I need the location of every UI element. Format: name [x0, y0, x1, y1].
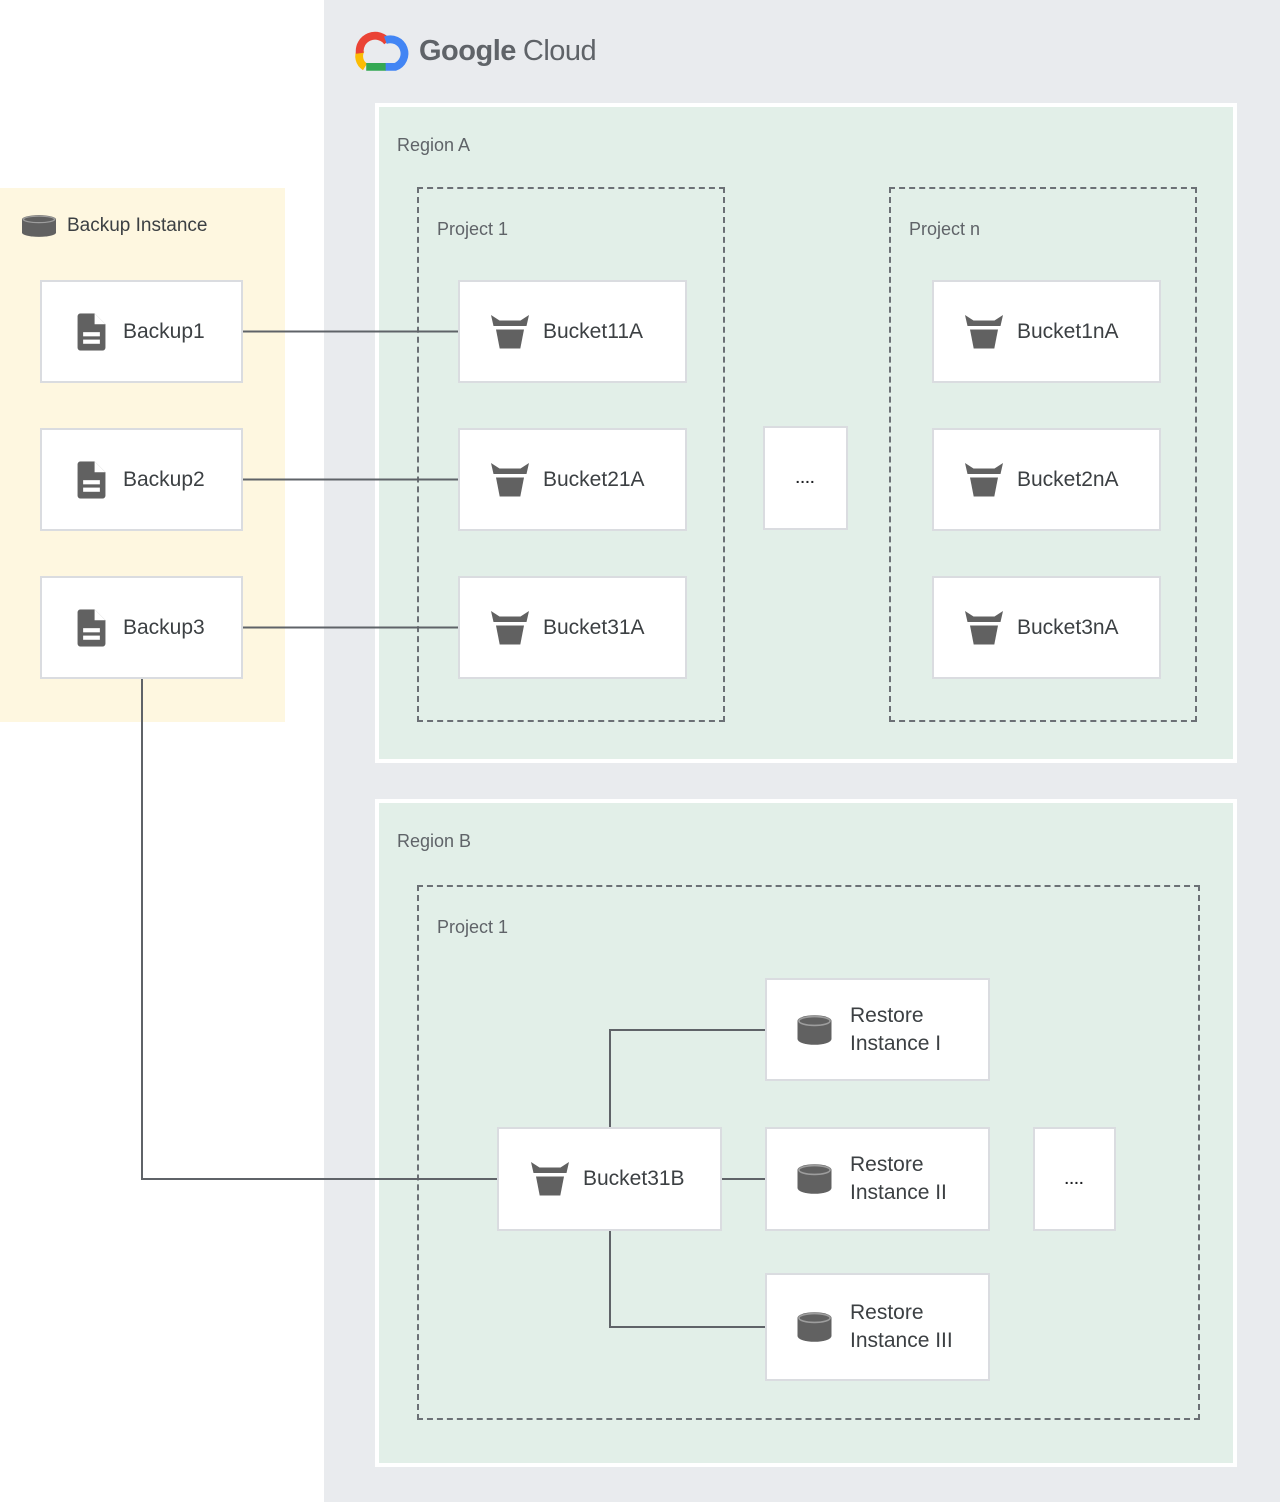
backup-instance-title: Backup Instance [67, 215, 208, 236]
backup-instance-header: Backup Instance [21, 215, 207, 237]
restore-instance-1-node: Restore Instance I [765, 978, 990, 1081]
restore-instance-3-node: Restore Instance III [765, 1273, 990, 1381]
node-label: Bucket3nA [1017, 615, 1119, 639]
node-label: Bucket1nA [1017, 319, 1119, 343]
bucket31a-node: Bucket31A [458, 576, 687, 679]
storage-bucket-icon [964, 315, 1004, 349]
project-1b-label: Project 1 [437, 917, 509, 937]
database-icon [796, 1015, 833, 1045]
google-cloud-logo: Google Cloud [352, 26, 597, 76]
storage-bucket-icon [490, 315, 530, 349]
node-label: Bucket31B [583, 1167, 685, 1190]
node-label: Backup1 [123, 319, 205, 343]
storage-bucket-icon [490, 463, 530, 497]
node-label: Bucket2nA [1017, 467, 1119, 491]
bucket31b-node: Bucket31B [497, 1127, 722, 1231]
database-icon [796, 1312, 833, 1342]
node-label: Bucket21A [543, 467, 645, 491]
bucket1na-node: Bucket1nA [932, 280, 1161, 383]
more-instances-ellipsis-region-b: .... [1033, 1127, 1116, 1231]
backup1-node: Backup1 [40, 280, 243, 383]
document-icon [76, 609, 107, 647]
project-1-region-a: Project 1 [417, 187, 725, 722]
node-label: Bucket31A [543, 615, 645, 639]
bucket3na-node: Bucket3nA [932, 576, 1161, 679]
project-na-label: Project n [909, 219, 981, 239]
node-label: Backup3 [123, 615, 205, 639]
project-n-region-a: Project n [889, 187, 1197, 722]
restore-instance-2-node: Restore Instance II [765, 1127, 990, 1231]
logo-product-text: Cloud [522, 34, 597, 67]
backup3-node: Backup3 [40, 576, 243, 679]
storage-bucket-icon [490, 611, 530, 645]
document-icon [76, 461, 107, 499]
database-icon [21, 215, 57, 237]
google-cloud-icon [352, 28, 410, 75]
bucket2na-node: Bucket2nA [932, 428, 1161, 531]
storage-bucket-icon [964, 611, 1004, 645]
bucket11a-node: Bucket11A [458, 280, 687, 383]
ellipsis-label: .... [1064, 1171, 1085, 1187]
node-label: Restore Instance III [850, 1301, 953, 1352]
backup2-node: Backup2 [40, 428, 243, 531]
document-icon [76, 313, 107, 351]
logo-brand-text: Google [419, 34, 516, 67]
more-projects-ellipsis-region-a: .... [763, 426, 848, 530]
region-b-label: Region B [397, 831, 472, 851]
region-a-label: Region A [397, 135, 471, 155]
node-label: Backup2 [123, 467, 205, 491]
node-label: Restore Instance II [850, 1153, 947, 1204]
bucket21a-node: Bucket21A [458, 428, 687, 531]
project-1a-label: Project 1 [437, 219, 509, 239]
storage-bucket-icon [530, 1162, 570, 1196]
storage-bucket-icon [964, 463, 1004, 497]
node-label: Bucket11A [543, 319, 644, 343]
database-icon [796, 1164, 833, 1194]
node-label: Restore Instance I [850, 1003, 942, 1055]
ellipsis-label: .... [795, 470, 816, 486]
